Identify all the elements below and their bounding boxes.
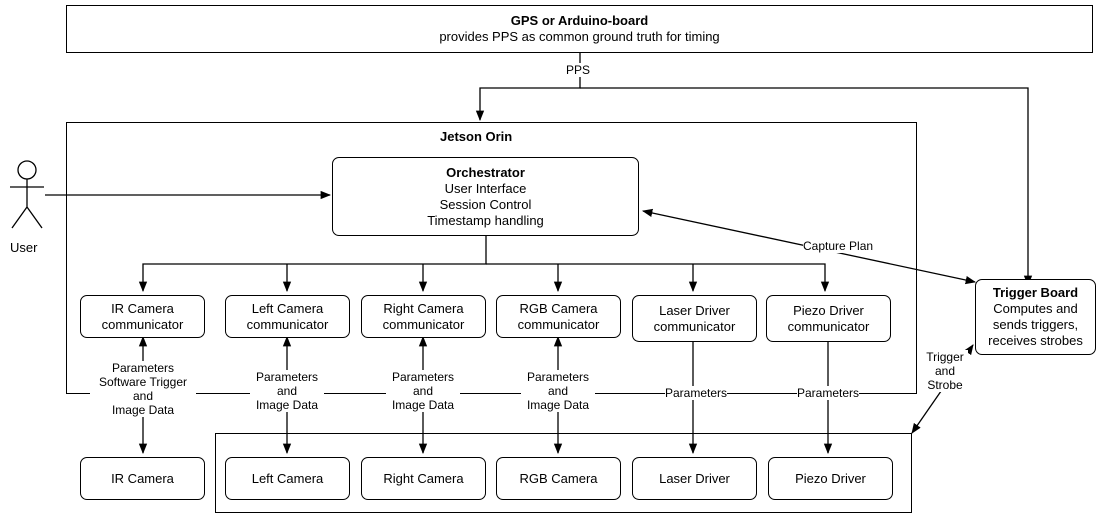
communicator-line: communicator: [101, 316, 184, 332]
rgb-camera-communicator: RGB Camera communicator: [496, 295, 621, 338]
communicator-line: communicator: [246, 316, 329, 332]
gps-subtitle: provides PPS as common ground truth for …: [439, 29, 720, 44]
left-link-label: Parameters and Image Data: [250, 370, 324, 412]
communicator-line: communicator: [653, 318, 736, 334]
orchestrator-line: Timestamp handling: [427, 212, 544, 228]
devices-frame: [215, 433, 912, 513]
communicator-line: RGB Camera: [519, 300, 598, 316]
communicator-line: Piezo Driver: [793, 302, 864, 318]
right-camera-communicator: Right Camera communicator: [361, 295, 486, 338]
trigger-board-line: Computes and: [993, 301, 1078, 316]
trigger-board-title: Trigger Board: [992, 285, 1079, 300]
communicator-line: Right Camera: [383, 300, 464, 316]
pps-label: PPS: [566, 63, 591, 77]
pps-line: [475, 53, 581, 122]
jetson-orin-frame: [66, 122, 917, 394]
user-actor-icon: [10, 160, 44, 229]
laser-driver-communicator: Laser Driver communicator: [632, 295, 757, 342]
gps-title: GPS or Arduino-board: [510, 13, 649, 28]
trigger-board-line: receives strobes: [988, 333, 1083, 348]
laser-link-label: Parameters: [665, 386, 728, 400]
user-label: User: [10, 240, 38, 255]
jetson-orin-title: Jetson Orin: [440, 129, 513, 144]
pps-to-trigger-line: [580, 87, 1033, 287]
right-link-label: Parameters and Image Data: [386, 370, 460, 412]
communicator-line: Left Camera: [251, 300, 324, 316]
orchestrator-title: Orchestrator: [446, 164, 525, 180]
communicator-line: communicator: [517, 316, 600, 332]
communicator-line: communicator: [787, 318, 870, 334]
piezo-link-label: Parameters: [797, 386, 860, 400]
trigger-strobe-label: Trigger and Strobe: [922, 350, 968, 392]
rgb-link-label: Parameters and Image Data: [521, 370, 595, 412]
rgb-camera-device: RGB Camera: [496, 457, 621, 500]
communicator-line: Laser Driver: [659, 302, 730, 318]
piezo-driver-device: Piezo Driver: [768, 457, 893, 500]
trigger-board-box: Trigger Board Computes and sends trigger…: [975, 279, 1096, 355]
ir-camera-device: IR Camera: [80, 457, 205, 500]
ir-link-label: Parameters Software Trigger and Image Da…: [90, 361, 196, 417]
communicator-line: IR Camera: [111, 300, 174, 316]
laser-driver-device: Laser Driver: [632, 457, 757, 500]
right-camera-device: Right Camera: [361, 457, 486, 500]
ir-camera-communicator: IR Camera communicator: [80, 295, 205, 338]
orchestrator-box: Orchestrator User Interface Session Cont…: [332, 157, 639, 236]
orchestrator-line: User Interface: [444, 180, 527, 196]
trigger-board-line: sends triggers,: [992, 317, 1079, 332]
orchestrator-fanout-line: [138, 236, 487, 293]
piezo-driver-communicator: Piezo Driver communicator: [766, 295, 891, 342]
left-camera-communicator: Left Camera communicator: [225, 295, 350, 338]
left-camera-device: Left Camera: [225, 457, 350, 500]
orchestrator-line: Session Control: [439, 196, 532, 212]
gps-board-box: GPS or Arduino-board provides PPS as com…: [66, 5, 1093, 53]
capture-plan-label: Capture Plan: [803, 239, 874, 253]
communicator-line: communicator: [382, 316, 465, 332]
